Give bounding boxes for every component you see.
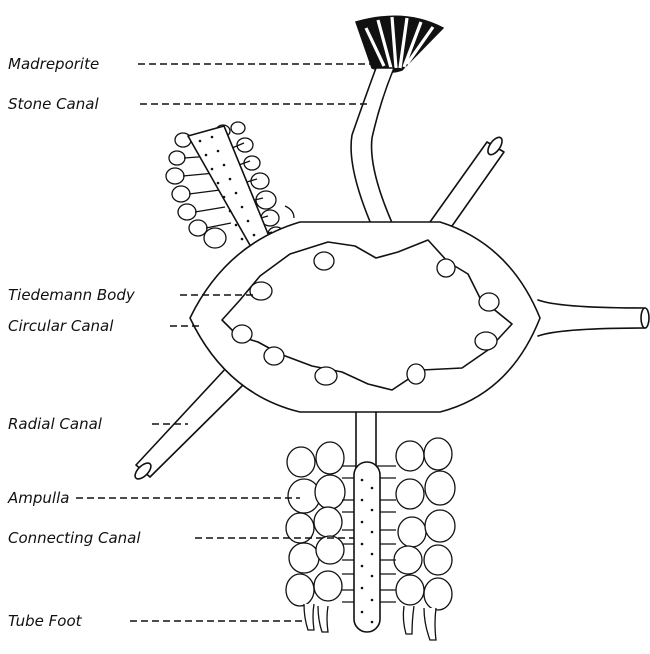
label-stone-canal: Stone Canal — [8, 95, 99, 113]
label-ampulla: Ampulla — [7, 489, 69, 507]
lower-arm — [286, 412, 455, 640]
label-circular-canal: Circular Canal — [8, 317, 114, 335]
stone-canal — [351, 68, 398, 240]
radial-canal-upper-right — [430, 135, 505, 226]
label-madreporite: Madreporite — [8, 55, 99, 73]
label-connecting-canal: Connecting Canal — [8, 529, 141, 547]
label-tube-foot: Tube Foot — [8, 612, 83, 630]
radial-canal-lower-left — [132, 366, 244, 482]
label-radial-canal: Radial Canal — [8, 415, 103, 433]
label-tiedemann-body: Tiedemann Body — [8, 286, 136, 304]
radial-canal-right — [538, 300, 649, 336]
